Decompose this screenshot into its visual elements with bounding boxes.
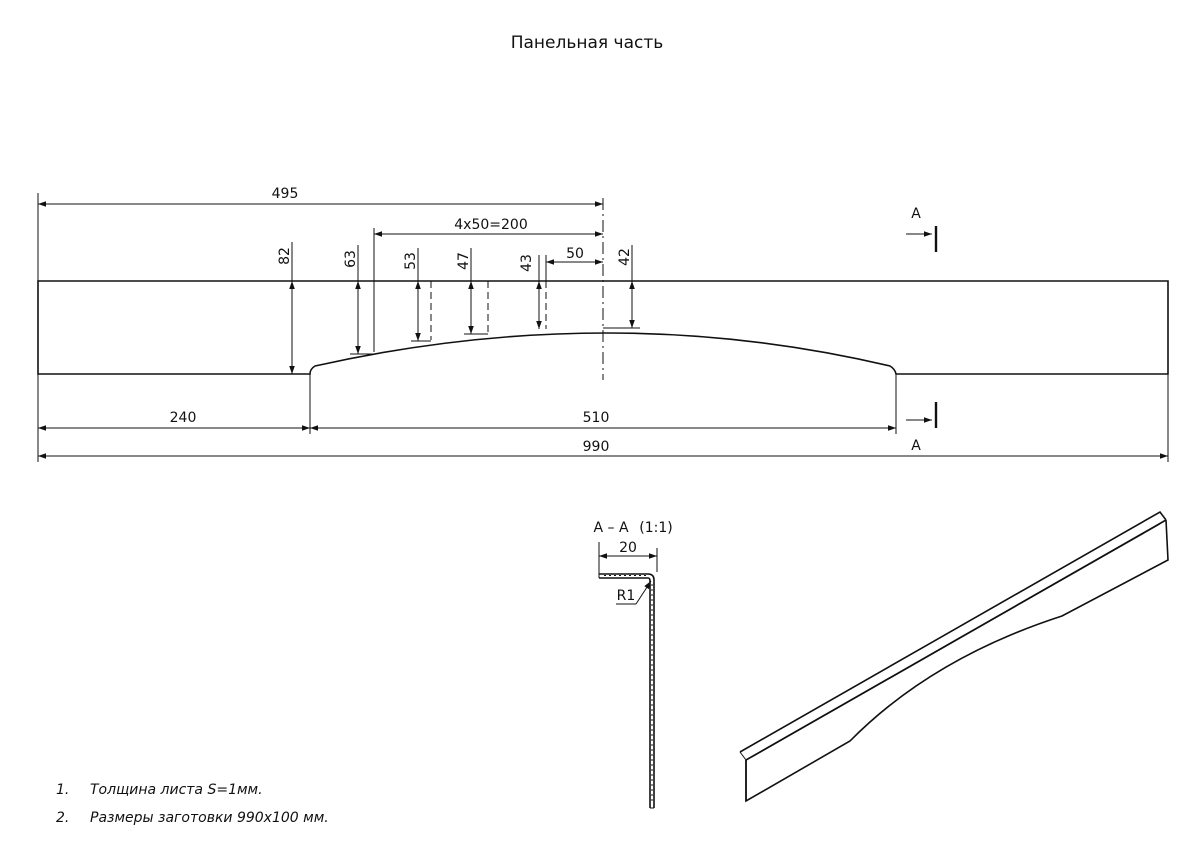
dim-50-label: 50 [566,246,584,262]
dim-990-label: 990 [583,439,610,455]
page-title: Панельная часть [511,33,664,53]
dim-53: 53 [403,248,431,342]
dim-240-label: 240 [170,410,197,426]
dim-42: 42 [603,245,640,329]
dim-47-label: 47 [456,252,472,270]
note-2-text: Размеры заготовки 990x100 мм. [90,810,329,826]
dim-pitch-label: 4x50=200 [454,217,527,233]
section-marker-top: A [906,206,938,252]
section-flange-label: 20 [619,540,637,556]
dim-240: 240 [38,410,310,431]
dim-63: 63 [343,245,374,355]
note-1-text: Толщина листа S=1мм. [90,782,263,798]
section-radius-label: R1 [617,588,636,604]
dim-43-label: 43 [519,254,535,272]
section-view: A – A (1:1) 20 R1 [593,520,673,809]
dim-82: 82 [277,242,295,374]
dim-53-label: 53 [403,252,419,270]
section-marker-bottom: A [906,402,938,454]
dim-495-label: 495 [272,186,299,202]
section-label: A – A [593,520,628,536]
section-marker-top-label: A [911,206,921,222]
dim-43: 43 [519,254,542,329]
dim-50: 50 [545,246,603,281]
dim-pitch: 4x50=200 [374,217,603,237]
isometric-view [739,510,1169,803]
dim-495: 495 [38,186,603,207]
dim-42-label: 42 [617,248,633,266]
dim-63-label: 63 [343,250,359,268]
notes: 1. Толщина листа S=1мм. 2. Размеры загот… [56,782,329,826]
note-1-number: 1. [56,782,69,798]
part-outline [37,198,1169,380]
section-scale: (1:1) [639,520,672,536]
note-2-number: 2. [56,810,69,826]
dim-510: 510 [310,410,896,431]
section-marker-bottom-label: A [911,438,921,454]
dim-510-label: 510 [583,410,610,426]
dim-47: 47 [456,248,488,335]
dim-82-label: 82 [277,247,293,265]
dim-990: 990 [38,439,1168,459]
